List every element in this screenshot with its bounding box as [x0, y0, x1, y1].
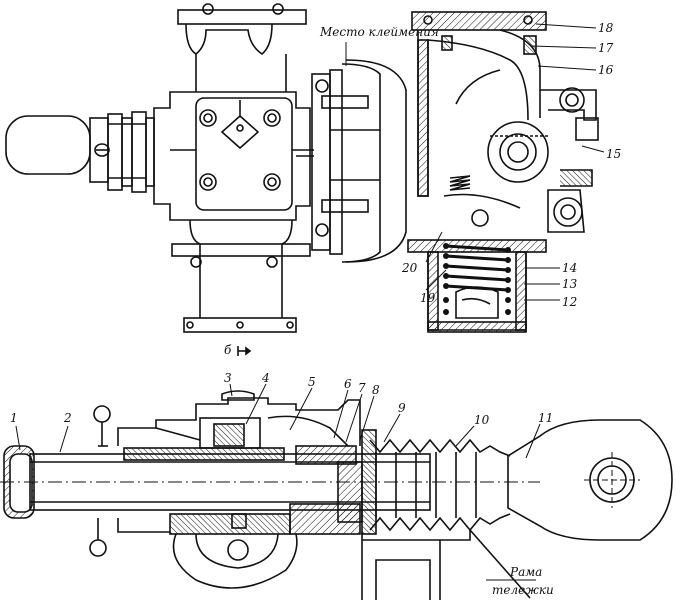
callout-15: 15	[606, 147, 622, 161]
upper-flange	[177, 3, 307, 92]
callout-19: 19	[420, 291, 436, 305]
callout-3: 3	[224, 371, 232, 385]
callout-5: 5	[308, 375, 316, 389]
bogie-frame	[361, 529, 536, 600]
clamping-place-caption: Место клеймения	[320, 25, 439, 39]
callout-12: 12	[562, 295, 578, 309]
section-arrow	[237, 346, 252, 356]
end-handle	[5, 111, 155, 193]
callout-13: 13	[562, 277, 578, 291]
callout-4: 4	[262, 371, 270, 385]
longitudinal-section	[0, 383, 673, 600]
section-view	[407, 11, 605, 333]
callout-10: 10	[474, 413, 490, 427]
callout-14: 14	[562, 261, 578, 275]
callout-18: 18	[598, 21, 614, 35]
spring-coils	[443, 243, 511, 315]
top-view-assembly	[5, 3, 407, 356]
housing-body	[153, 91, 314, 221]
callout-17: 17	[598, 41, 614, 55]
frame-caption-line2: тележки	[492, 583, 554, 597]
section-mark-label: б	[224, 343, 232, 357]
small-spring	[449, 175, 471, 191]
callout-7: 7	[358, 381, 366, 395]
lower-flange	[171, 219, 311, 333]
callout-8: 8	[372, 383, 380, 397]
bellows	[361, 429, 511, 535]
eye-end	[507, 419, 673, 541]
callout-9: 9	[398, 401, 406, 415]
right-flange	[311, 59, 407, 263]
main-spring	[445, 244, 509, 292]
callout-16: 16	[598, 63, 614, 77]
callout-6: 6	[344, 377, 352, 391]
side-clamp	[89, 405, 111, 557]
callout-11: 11	[538, 411, 554, 425]
callout-2: 2	[64, 411, 72, 425]
callout-20: 20	[402, 261, 418, 275]
frame-caption-line1: Рама	[510, 565, 543, 579]
callout-1: 1	[10, 411, 18, 425]
